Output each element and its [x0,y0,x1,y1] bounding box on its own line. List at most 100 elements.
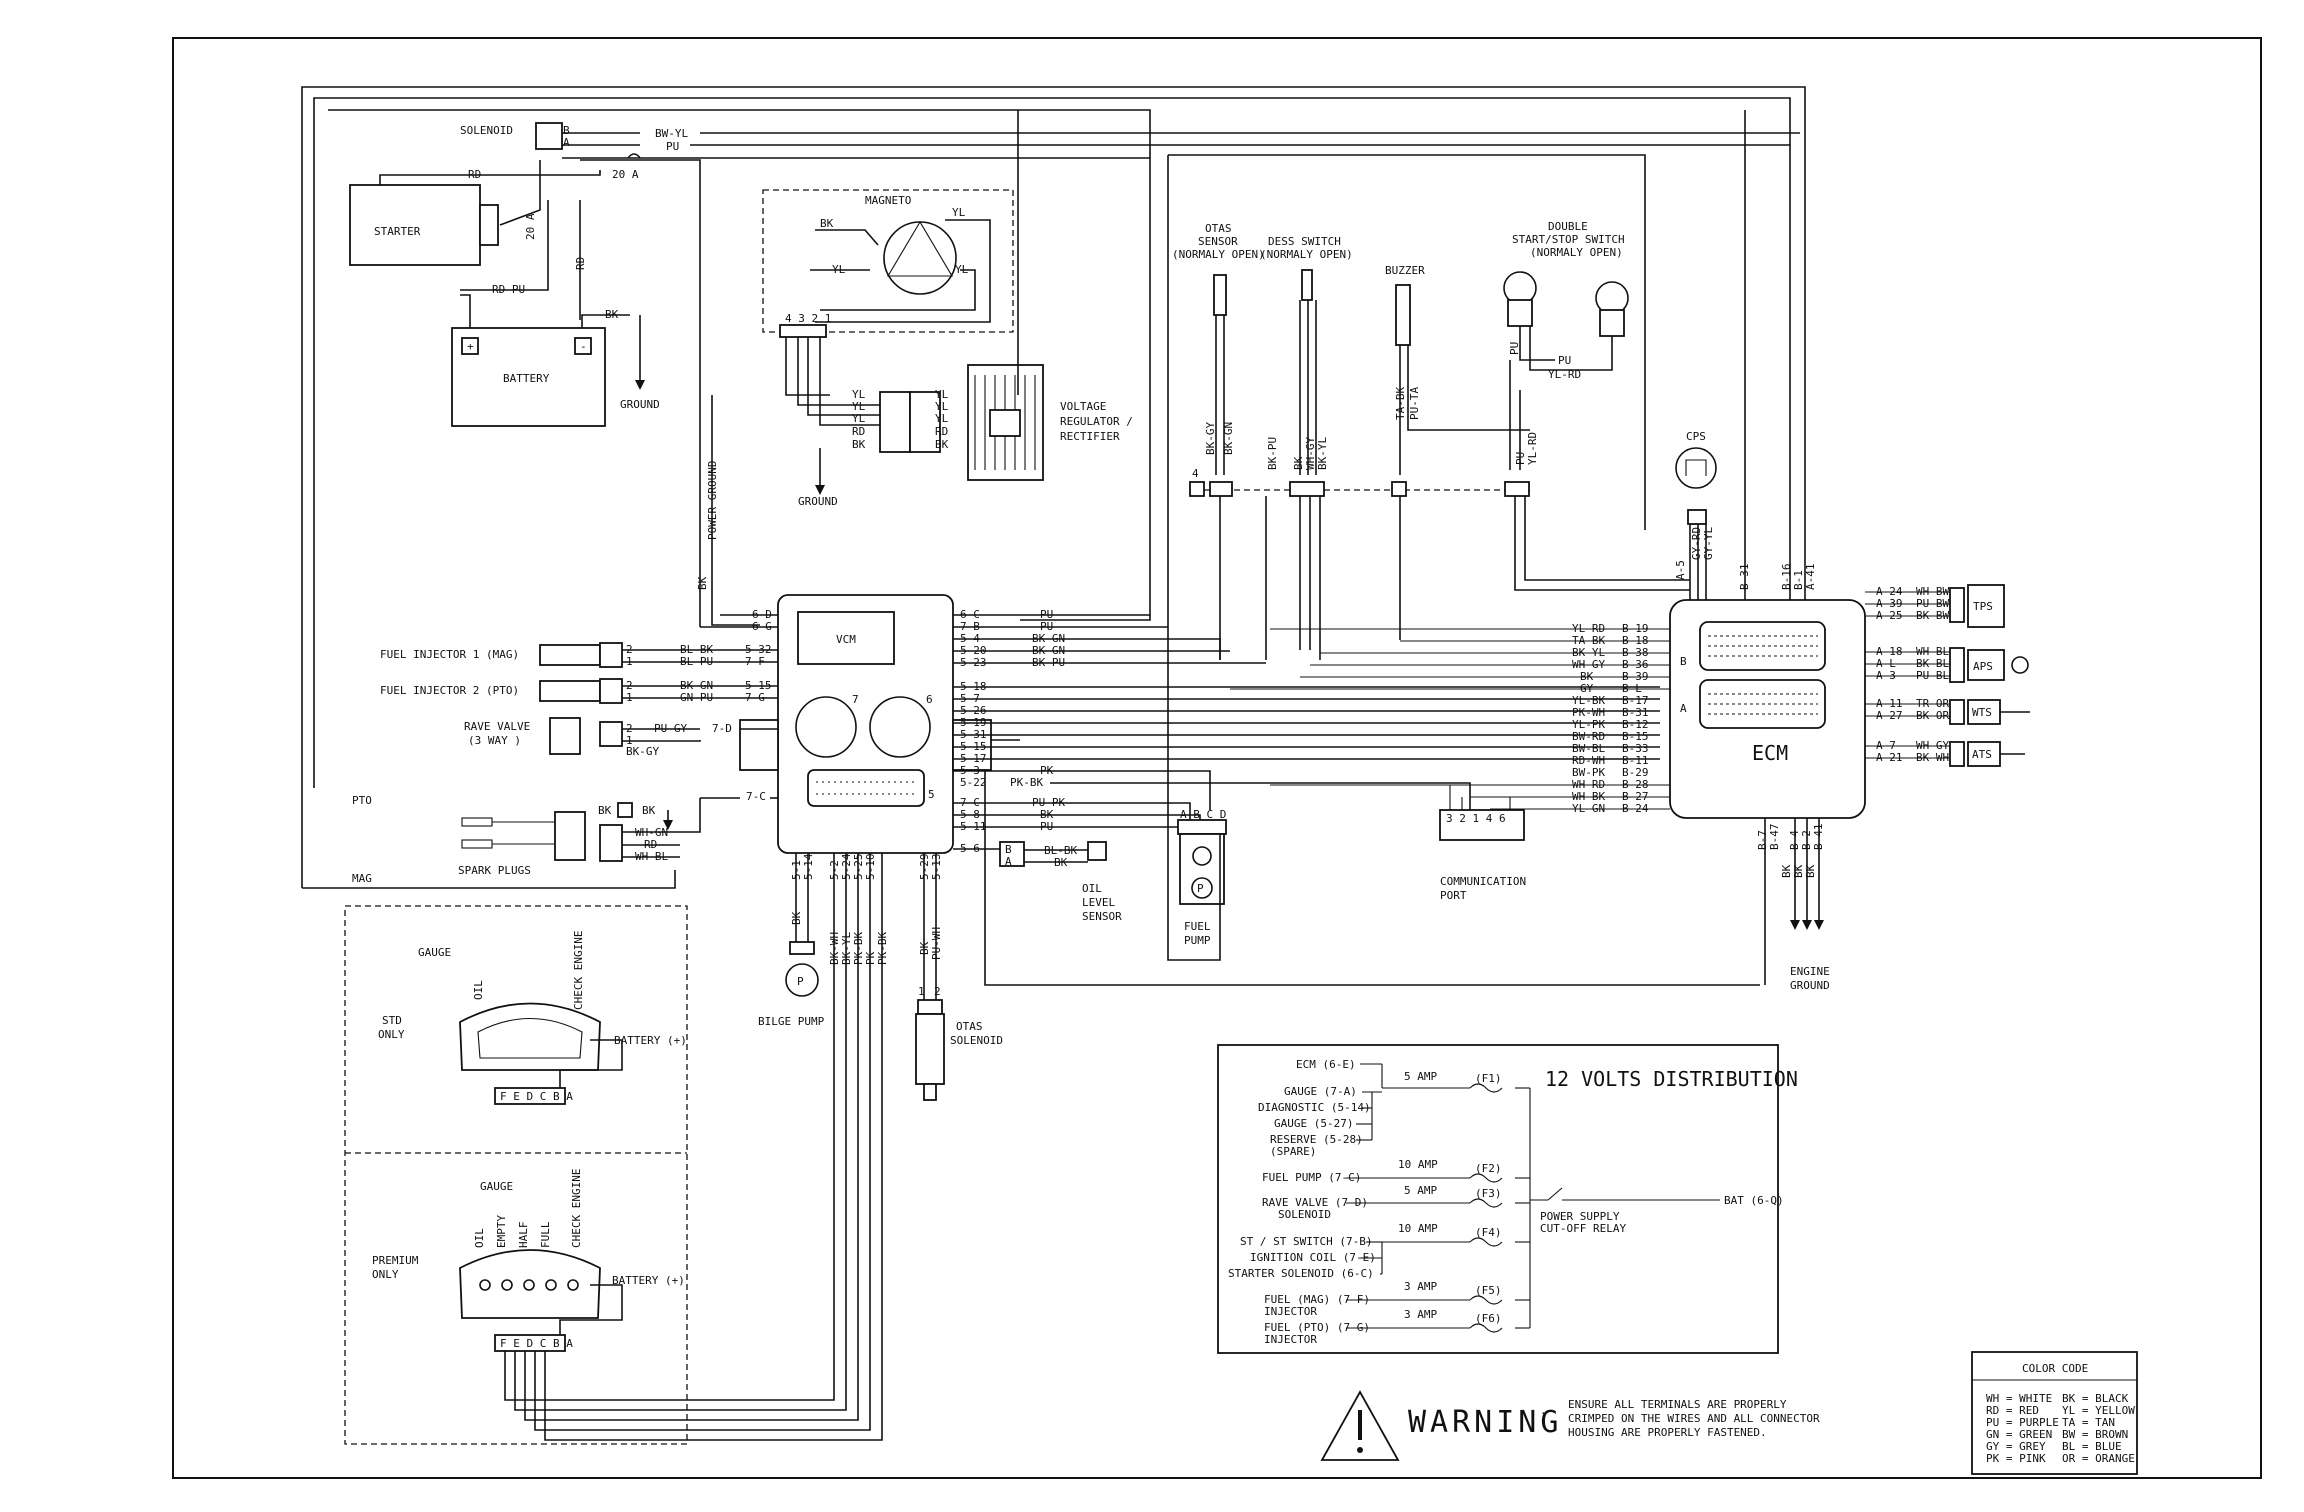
gauge-std-oil: OIL [472,980,485,1000]
fuse-icon [627,153,641,159]
wire-label: BW-PK [1572,766,1605,779]
ats-label: ATS [1972,748,1992,761]
gauge-std-pins: F E D C B A [500,1090,573,1103]
vcm-connector-6 [869,696,931,758]
pin-label: 2 [934,985,941,998]
pin-label: B-31 [1622,706,1649,719]
comm-label-1: COMMUNICATION [1440,875,1526,888]
ground-label: GROUND [620,398,660,411]
buzzer-body [1395,284,1411,346]
gauge-premium-full: FULL [539,1221,552,1248]
tps-sensor [1967,584,2005,628]
svg-text:3 2 1 4 6: 3 2 1 4 6 [1446,812,1506,825]
pin-label: B [563,124,570,137]
injector-2-body [539,680,601,702]
mag-label: MAG [352,872,372,885]
fuse-rating: 10 AMP [1398,1222,1438,1235]
wire-label: YL [935,388,949,401]
gauge-premium-body [459,1249,601,1319]
communication-port-connector [1439,809,1525,841]
pin-label: B [1680,655,1687,668]
pin-label: B [1005,843,1012,856]
fuse-icon [1469,1295,1503,1305]
oil-level-sensor: 5-6 B A BL-BK BK OIL LEVEL SENSOR [953,841,1122,923]
warning-line: ENSURE ALL TERMINALS ARE PROPERLY [1568,1398,1787,1411]
buzzer-label: BUZZER [1385,264,1425,277]
pin-label: 7-C [746,790,766,803]
gauge-std-battery: BATTERY (+) [614,1034,687,1047]
fuse-rating: 10 AMP [1398,1158,1438,1171]
fuse-icon [1469,1323,1503,1333]
wire-label: RD [935,425,948,438]
pin-label: A [1680,702,1687,715]
fuse-label: 20 A [612,168,639,181]
oil-level-label-2: LEVEL [1082,896,1115,909]
wire-label: RD [852,425,865,438]
gauge-std-title: GAUGE [418,946,451,959]
diagram-frame [172,37,2262,1479]
vcm-module: VCM 7 6 5 6-D 6-G 6-C 7-B 5-4 5-20 5-23 … [580,159,1266,854]
wire-label: BK-GN [1222,422,1235,455]
gauge-premium-oil: OIL [473,1228,486,1248]
ignition-coil-body [554,811,586,861]
wire-label: YL [935,412,949,425]
magneto-group: MAGNETO BK YL YL YL 4 3 2 1 BK POWER GRO… [696,110,1133,626]
dss-label-1: DOUBLE [1548,220,1588,233]
spark-plug-icon [461,817,555,849]
injector-1-label: FUEL INJECTOR 1 (MAG) [380,648,519,661]
gauge-premium-half: HALF [517,1222,530,1249]
fuel-pump-label-1: FUEL [1184,920,1211,933]
wire-label: BK-YL [1316,437,1329,470]
wire-label: PK-BK [1010,776,1043,789]
fuse-id: (F4) [1475,1226,1502,1239]
ground-arrow-icon [1814,920,1824,930]
gauge-premium-empty: EMPTY [495,1215,508,1248]
wire-label: YL [852,388,866,401]
magneto-coil-icon [883,221,957,295]
fuse-id: (F1) [1475,1072,1502,1085]
wire-label: PU [666,140,679,153]
gauge-premium-pins: F E D C B A [500,1337,573,1350]
color-code-frame [1971,1351,2138,1475]
fuse-icon [1469,1198,1503,1208]
color-code-row: GN = GREEN [1986,1428,2052,1441]
otas-solenoid-label-1: OTAS [956,1020,983,1033]
pin-label: 1 [918,985,925,998]
gauge-std-check-engine: CHECK ENGINE [572,931,585,1010]
aps-sensor [1967,649,2005,681]
wire-label: RD-PU [492,283,525,296]
warning-line: CRIMPED ON THE WIRES AND ALL CONNECTOR [1568,1412,1820,1425]
gauge-premium-check-engine: CHECK ENGINE [570,1169,583,1248]
fuse-icon [1469,1173,1503,1183]
ecm-right-sensors: A-24 A-39 A-25 WH-BW PU-BW BK-BW TPS A-1… [1865,584,2030,767]
pin-label: B-29 [1622,766,1649,779]
pin-label: B-17 [1622,694,1649,707]
vcm-connector-7 [795,696,857,758]
rave-label-1: RAVE VALVE [464,720,530,733]
distribution-box: 12 VOLTS DISTRIBUTION ECM (6-E) GAUGE (7… [1217,1044,1798,1354]
svg-text:-: - [580,340,587,353]
otas-sensor-label-1: OTAS [1205,222,1232,235]
wire-label: TA-BK [1394,387,1407,420]
color-code-row: PU = PURPLE [1986,1416,2059,1429]
vcm-display-window [797,611,895,665]
power-ground-label: POWER GROUND [706,461,719,540]
dist-item: RESERVE (5-28) [1270,1133,1363,1146]
dist-item: GAUGE (7-A) [1284,1085,1357,1098]
svg-text:P: P [1197,882,1204,895]
warning-line: HOUSING ARE PROPERLY FASTENED. [1568,1426,1767,1439]
wire-label: BK [696,576,709,590]
comm-label-2: PORT [1440,889,1467,902]
wire-label: BK-PU [1266,437,1279,470]
wire-label: BK-GY [626,745,659,758]
ecm-bottom: B-7 B-47 B-4 B-2 B-41 BK BK BK ENGINE GR… [1756,818,1830,992]
wire-label: BK [852,438,866,451]
pin-label: A-41 [1804,564,1817,591]
warning-title: WARNING [1408,1405,1562,1440]
tps-label: TPS [1973,600,1993,613]
gauge-premium-title: GAUGE [480,1180,513,1193]
magneto-label: MAGNETO [865,194,911,207]
wts-label: WTS [1972,706,1992,719]
gauge-premium-battery: BATTERY (+) [612,1274,685,1287]
pin-label: 7 [852,693,859,706]
